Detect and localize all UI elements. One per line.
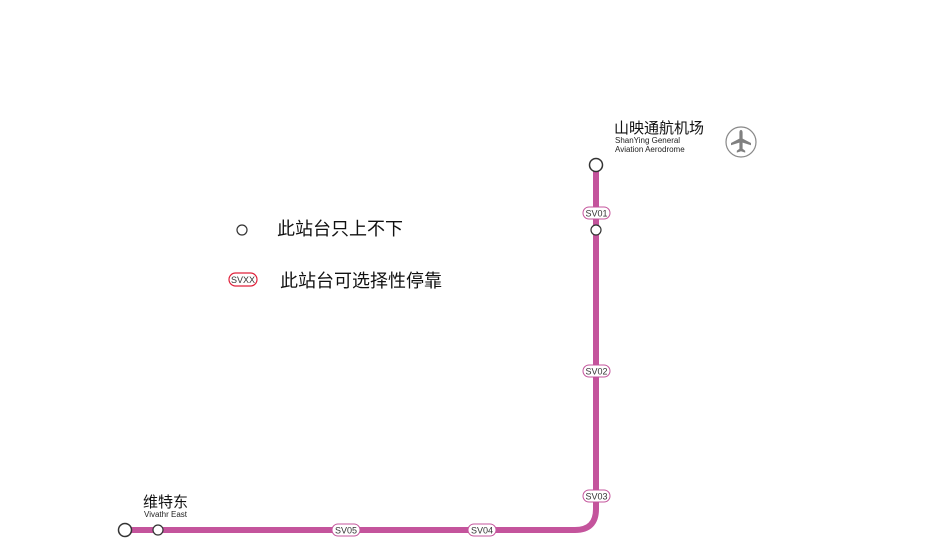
- stop-badge-sv05[interactable]: SV05: [331, 523, 361, 537]
- terminal-station-marker[interactable]: [117, 522, 133, 538]
- station-name-cn: 维特东: [143, 493, 188, 511]
- stop-badge-sv01[interactable]: SV01: [582, 206, 611, 220]
- stop-label: SV01: [585, 209, 607, 219]
- station-name-cn: 山映通航机场: [614, 119, 704, 137]
- station-shanying-airport[interactable]: 山映通航机场 ShanYing General Aviation Aerodro…: [588, 119, 705, 173]
- stop-label: SV03: [585, 492, 607, 502]
- legend-optional-stop-text: 此站台可选择性停靠: [280, 271, 442, 292]
- station-name-en-line1: ShanYing General: [615, 136, 680, 145]
- route-line: [122, 162, 599, 533]
- stop-badge-sv02[interactable]: SV02: [582, 364, 611, 378]
- stop-label: SV04: [471, 526, 493, 536]
- stop-badge-sv03[interactable]: SV03: [582, 489, 611, 503]
- stop-label: SV02: [585, 367, 607, 377]
- stop-badge-sv04[interactable]: SV04: [467, 523, 497, 537]
- legend-pickup-only-text: 此站台只上不下: [277, 219, 403, 240]
- pickup-only-stop-marker[interactable]: [152, 524, 164, 536]
- legend-pickup-only-marker: [236, 224, 248, 236]
- terminal-station-marker[interactable]: [588, 157, 604, 173]
- legend-optional-code: SVXX: [231, 275, 255, 285]
- stop-label: SV05: [335, 526, 357, 536]
- station-vivathr-east[interactable]: 维特东 Vivathr East: [117, 493, 189, 538]
- legend-optional-stop-badge: SVXX: [228, 272, 258, 287]
- airplane-icon: [725, 126, 757, 158]
- station-name-en: Vivathr East: [144, 510, 188, 519]
- pickup-only-stop-marker[interactable]: [590, 224, 602, 236]
- legend: 此站台只上不下 SVXX 此站台可选择性停靠: [228, 219, 442, 292]
- station-name-en-line2: Aviation Aerodrome: [615, 145, 685, 154]
